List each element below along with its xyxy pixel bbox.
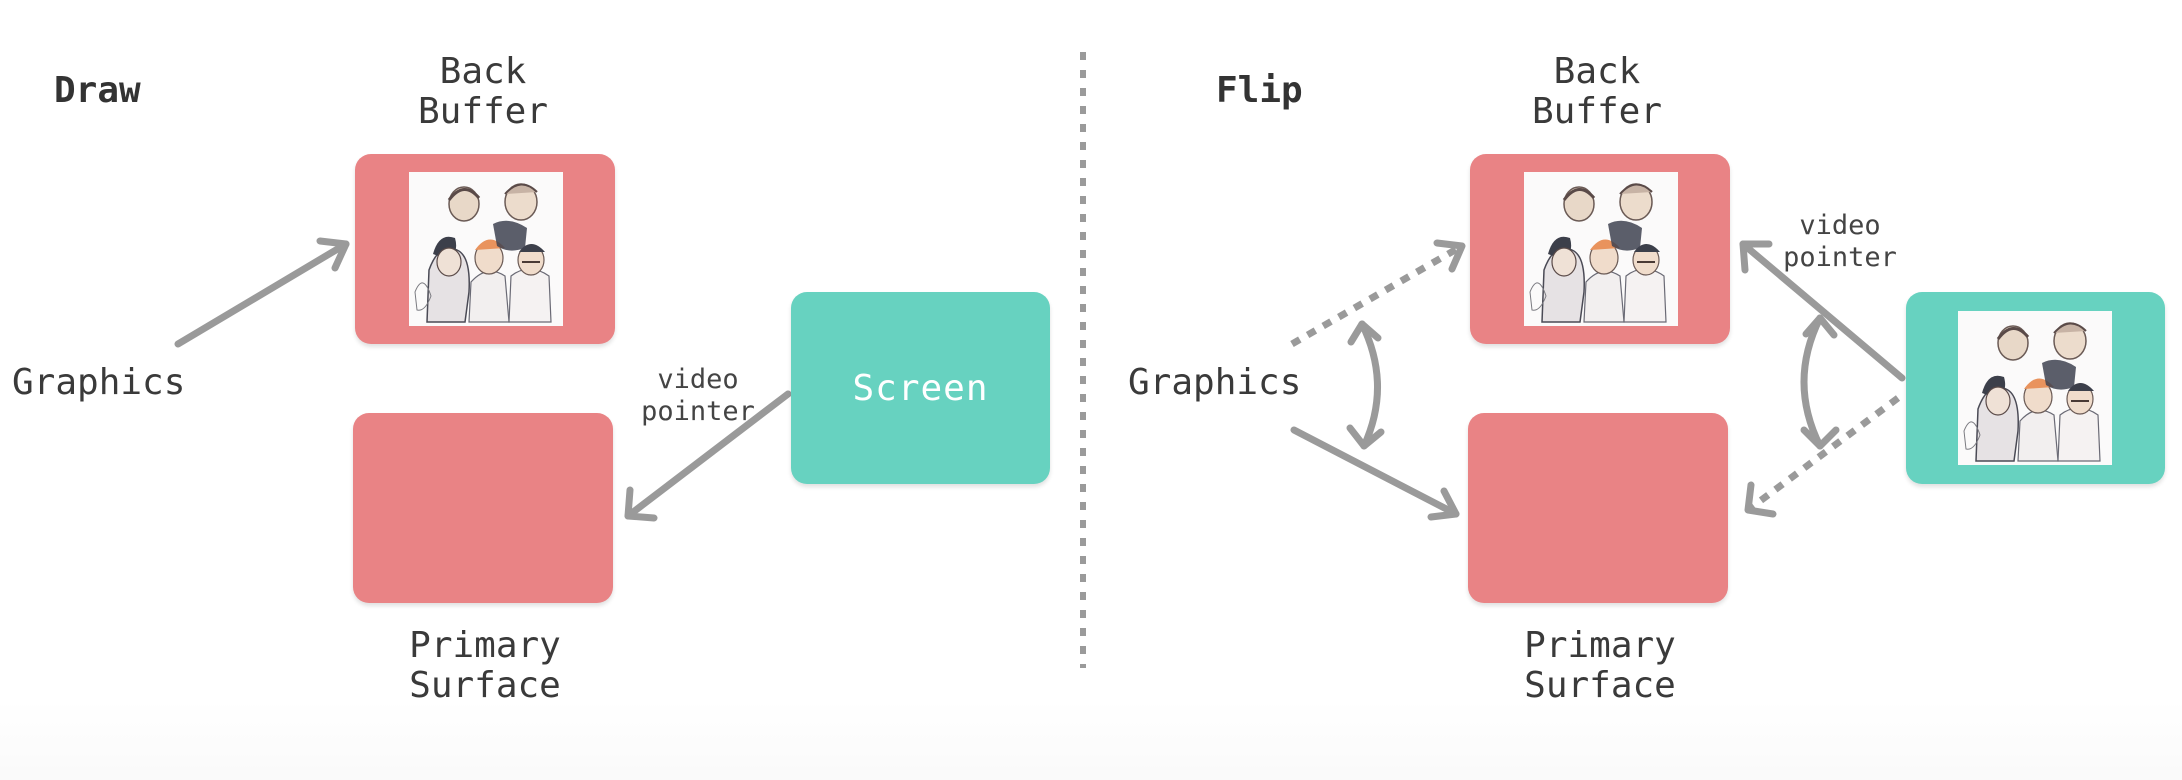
- flip-left-swap-arrow: [1346, 320, 1385, 450]
- draw-graphics-to-backbuffer-arrow: [174, 237, 350, 348]
- flip-right-swap-arrow: [1800, 314, 1840, 450]
- draw-back-buffer: [355, 154, 615, 344]
- flip-video-pointer-arrow: [1739, 240, 1906, 382]
- draw-screen: Screen: [791, 292, 1050, 484]
- draw-primary-surface: [353, 413, 613, 603]
- draw-video-pointer-label: video pointer: [641, 364, 755, 427]
- flip-back-buffer-label: Back Buffer: [1531, 51, 1663, 132]
- flip-screen: [1906, 292, 2165, 484]
- faded-watermark-band: [0, 700, 2182, 780]
- flip-graphics-label: Graphics: [1128, 362, 1302, 403]
- flip-back-buffer: [1470, 154, 1730, 344]
- flip-primary-surface-label: Primary Surface: [1524, 625, 1676, 706]
- draw-video-pointer-arrow: [624, 390, 792, 522]
- illustration-image-icon: [1958, 311, 2112, 465]
- flip-graphics-to-primary-arrow: [1290, 426, 1460, 521]
- flip-title: Flip: [1216, 70, 1303, 111]
- draw-title: Draw: [54, 70, 141, 111]
- flip-graphics-to-backbuffer-dotted-arrow: [1290, 239, 1466, 348]
- draw-back-buffer-label: Back Buffer: [417, 51, 549, 132]
- flip-primary-surface: [1468, 413, 1728, 603]
- illustration-image-icon: [409, 172, 563, 326]
- flip-screen-to-primary-dotted-arrow: [1744, 395, 1901, 518]
- illustration-image-icon: [1524, 172, 1678, 326]
- draw-screen-label: Screen: [852, 367, 989, 409]
- flip-video-pointer-label: video pointer: [1783, 210, 1897, 273]
- draw-primary-surface-label: Primary Surface: [409, 625, 561, 706]
- draw-graphics-label: Graphics: [12, 362, 186, 403]
